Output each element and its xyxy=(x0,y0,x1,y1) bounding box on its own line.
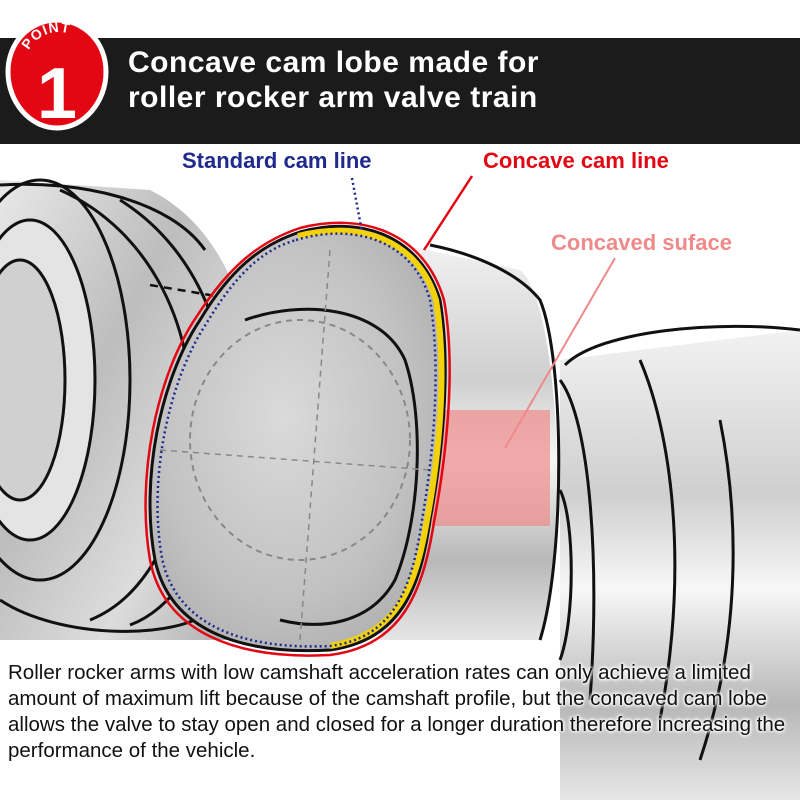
concaved-surface-label: Concaved suface xyxy=(551,230,732,255)
caption: Roller rocker arms with low camshaft acc… xyxy=(8,661,786,762)
standard-line-leader xyxy=(350,177,364,233)
concave-line-leader xyxy=(422,175,474,251)
title-line-2: roller rocker arm valve train xyxy=(128,81,538,114)
title: Concave cam lobe made for roller rocker … xyxy=(128,45,788,115)
rear-cam-lobe xyxy=(558,324,800,800)
title-line-1: Concave cam lobe made for xyxy=(128,46,539,79)
concave-cam-line-label: Concave cam line xyxy=(483,148,669,173)
badge-number: 1 xyxy=(37,54,77,134)
standard-cam-line-label: Standard cam line xyxy=(182,148,372,173)
point-badge: POINT 1 xyxy=(5,17,109,134)
surface-leader xyxy=(504,257,616,449)
cam-lobe-face xyxy=(144,221,451,657)
title-bar xyxy=(0,38,800,144)
